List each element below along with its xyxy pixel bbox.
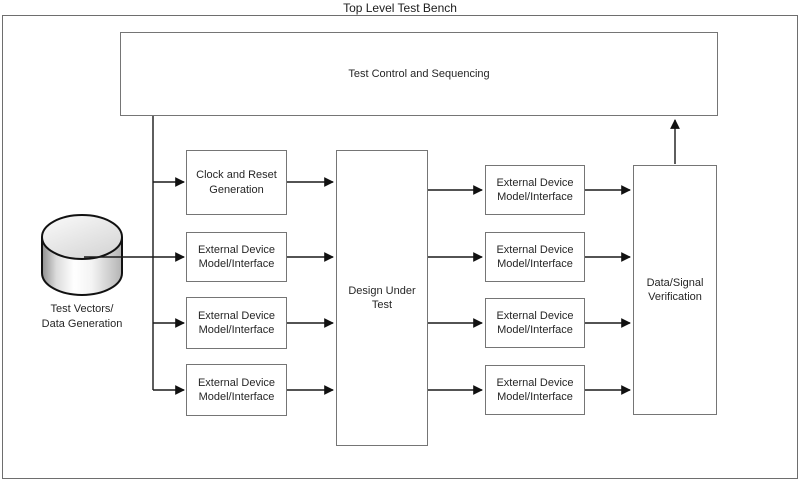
node-design-under-test: Design Under Test: [336, 150, 428, 446]
node-test-control: Test Control and Sequencing: [120, 32, 718, 116]
node-left-device-3-label: External Device Model/Interface: [197, 376, 276, 403]
node-left-device-3: External Device Model/Interface: [186, 364, 287, 416]
node-left-device-2-label: External Device Model/Interface: [197, 309, 276, 336]
node-left-device-1-label: External Device Model/Interface: [197, 243, 276, 270]
node-clock-reset-label: Clock and Reset Generation: [196, 169, 277, 196]
node-left-device-1: External Device Model/Interface: [186, 232, 287, 282]
node-design-under-test-label: Design Under Test: [348, 284, 416, 311]
node-right-device-3: External Device Model/Interface: [485, 298, 585, 348]
node-data-signal-verification: Data/Signal Verification: [633, 165, 717, 415]
node-test-control-label: Test Control and Sequencing: [348, 67, 490, 80]
node-right-device-4-label: External Device Model/Interface: [496, 376, 574, 403]
node-right-device-1-label: External Device Model/Interface: [496, 176, 574, 203]
node-left-device-2: External Device Model/Interface: [186, 297, 287, 349]
node-right-device-4: External Device Model/Interface: [485, 365, 585, 415]
node-right-device-2-label: External Device Model/Interface: [496, 243, 574, 270]
node-right-device-3-label: External Device Model/Interface: [496, 309, 574, 336]
node-right-device-2: External Device Model/Interface: [485, 232, 585, 282]
node-right-device-1: External Device Model/Interface: [485, 165, 585, 215]
node-data-signal-verification-label: Data/Signal Verification: [646, 276, 704, 303]
diagram-title: Top Level Test Bench: [343, 1, 457, 15]
connectors: [152, 116, 680, 395]
test-vectors-cylinder-icon: [41, 214, 123, 296]
test-vectors-label: Test Vectors/ Data Generation: [41, 303, 123, 330]
node-clock-reset: Clock and Reset Generation: [186, 150, 287, 215]
testbench-boundary: [2, 15, 798, 479]
